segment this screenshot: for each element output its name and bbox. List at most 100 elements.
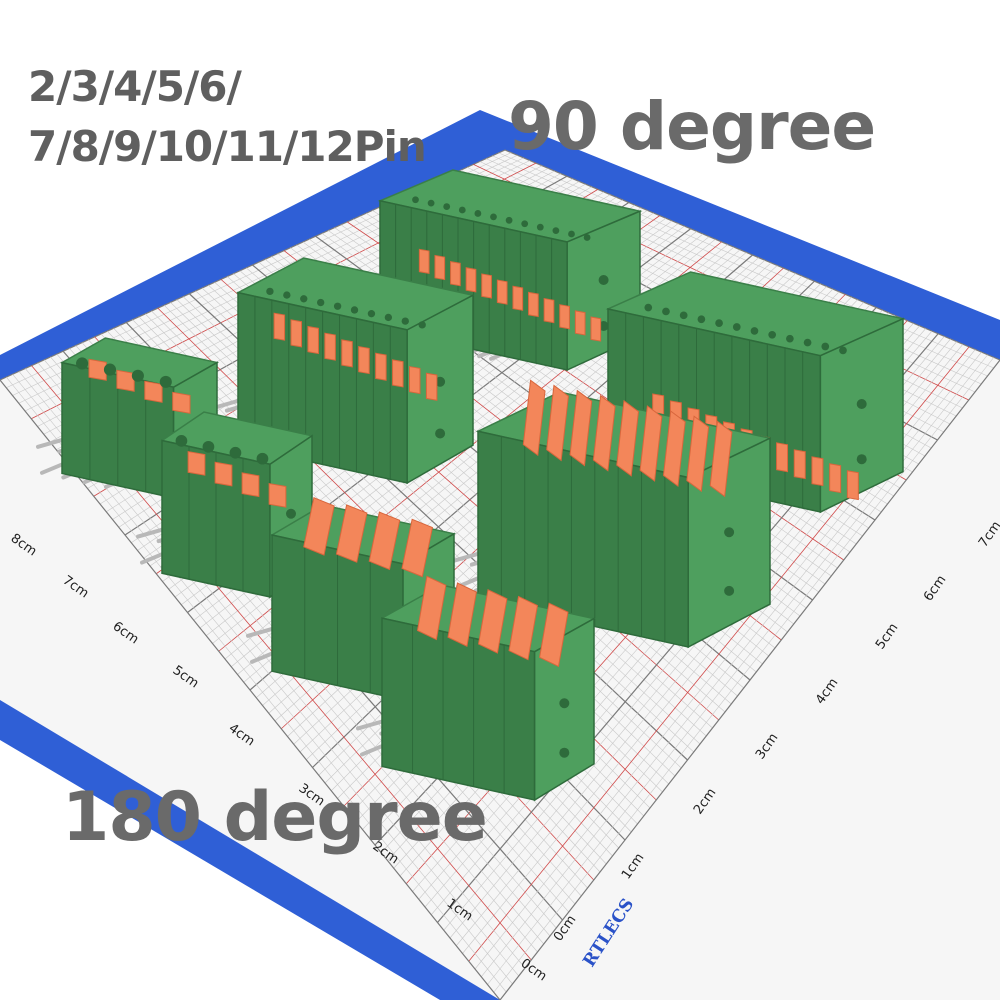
release-lever [559,304,570,330]
wire-hole [786,334,794,343]
release-lever [846,470,859,501]
connector-side [533,617,595,802]
release-lever [496,279,508,305]
release-lever [522,379,546,457]
connector-180-9pin [452,379,773,649]
release-lever [590,316,602,342]
release-lever [569,389,593,467]
release-lever [592,394,616,472]
release-lever [358,345,370,375]
release-lever [307,325,319,355]
release-lever [425,372,438,401]
wire-hole [458,206,466,214]
release-lever [477,589,508,654]
release-lever [616,399,640,477]
wire-hole [229,446,242,459]
wire-hole [568,230,575,238]
release-lever [574,310,586,336]
wire-hole [350,306,359,314]
side-hole [559,698,570,709]
wire-hole [552,227,560,234]
title-90-degree: 90 degree [508,88,876,165]
wire-hole [401,317,409,325]
release-lever [273,312,286,341]
wire-hole [803,338,812,347]
side-hole [559,747,570,758]
wire-hole [427,199,435,207]
wire-hole [175,435,188,447]
connector-side [687,437,771,649]
wire-hole [384,313,393,322]
release-lever [434,254,446,281]
wire-hole [732,323,741,331]
release-lever [375,352,387,381]
release-lever [290,319,303,348]
wire-hole [697,315,706,324]
wire-hole [521,220,529,228]
release-lever [539,602,569,668]
wire-hole [679,311,688,320]
wire-hole [283,291,291,299]
side-hole [856,399,867,409]
grid-line [493,357,995,993]
release-lever [335,504,368,563]
wire-hole [715,319,723,327]
release-lever [546,384,569,462]
release-lever [268,482,287,508]
side-hole [724,585,735,596]
release-lever [709,420,733,498]
wire-hole [266,287,274,296]
release-lever [481,273,492,299]
release-lever [450,261,461,287]
release-lever [116,369,135,392]
wire-hole [505,216,513,224]
wire-hole [76,357,89,370]
side-hole [286,508,296,519]
wire-hole [583,234,591,241]
release-lever [508,595,539,661]
wire-hole [474,210,482,217]
release-lever [392,359,404,388]
wire-hole [317,298,325,307]
side-hole [435,376,446,387]
side-hole [724,527,735,538]
wire-hole [256,452,269,465]
grid-line [499,359,1000,1000]
connector-180-5pin-front [356,575,597,802]
release-lever [686,415,710,493]
grid-line [487,354,988,985]
wire-hole [768,330,777,339]
wire-hole [412,196,419,204]
release-lever [543,297,555,324]
side-hole [598,275,609,285]
release-lever [401,518,434,578]
wire-hole [821,342,830,351]
release-lever [172,391,191,414]
release-lever [187,450,206,476]
release-lever [512,285,524,311]
wire-hole [750,327,759,335]
release-lever [811,456,824,487]
wire-hole [490,213,497,221]
wire-hole [839,346,847,355]
release-lever [324,332,336,361]
release-lever [88,358,107,381]
release-lever [776,442,789,473]
release-lever [829,463,842,494]
release-lever [144,380,163,403]
release-lever [662,410,686,488]
release-lever [793,449,806,480]
release-lever [368,511,401,571]
connector-side [406,293,474,485]
release-lever [465,267,477,293]
connector-90-4pin-left [36,337,220,500]
release-lever [447,582,477,647]
release-lever [341,339,353,368]
wire-hole [103,363,117,376]
wire-hole [367,310,376,318]
wire-hole [536,223,544,231]
wire-hole [300,295,308,303]
wire-hole [159,375,172,388]
side-hole [856,454,867,465]
release-lever [241,472,260,498]
